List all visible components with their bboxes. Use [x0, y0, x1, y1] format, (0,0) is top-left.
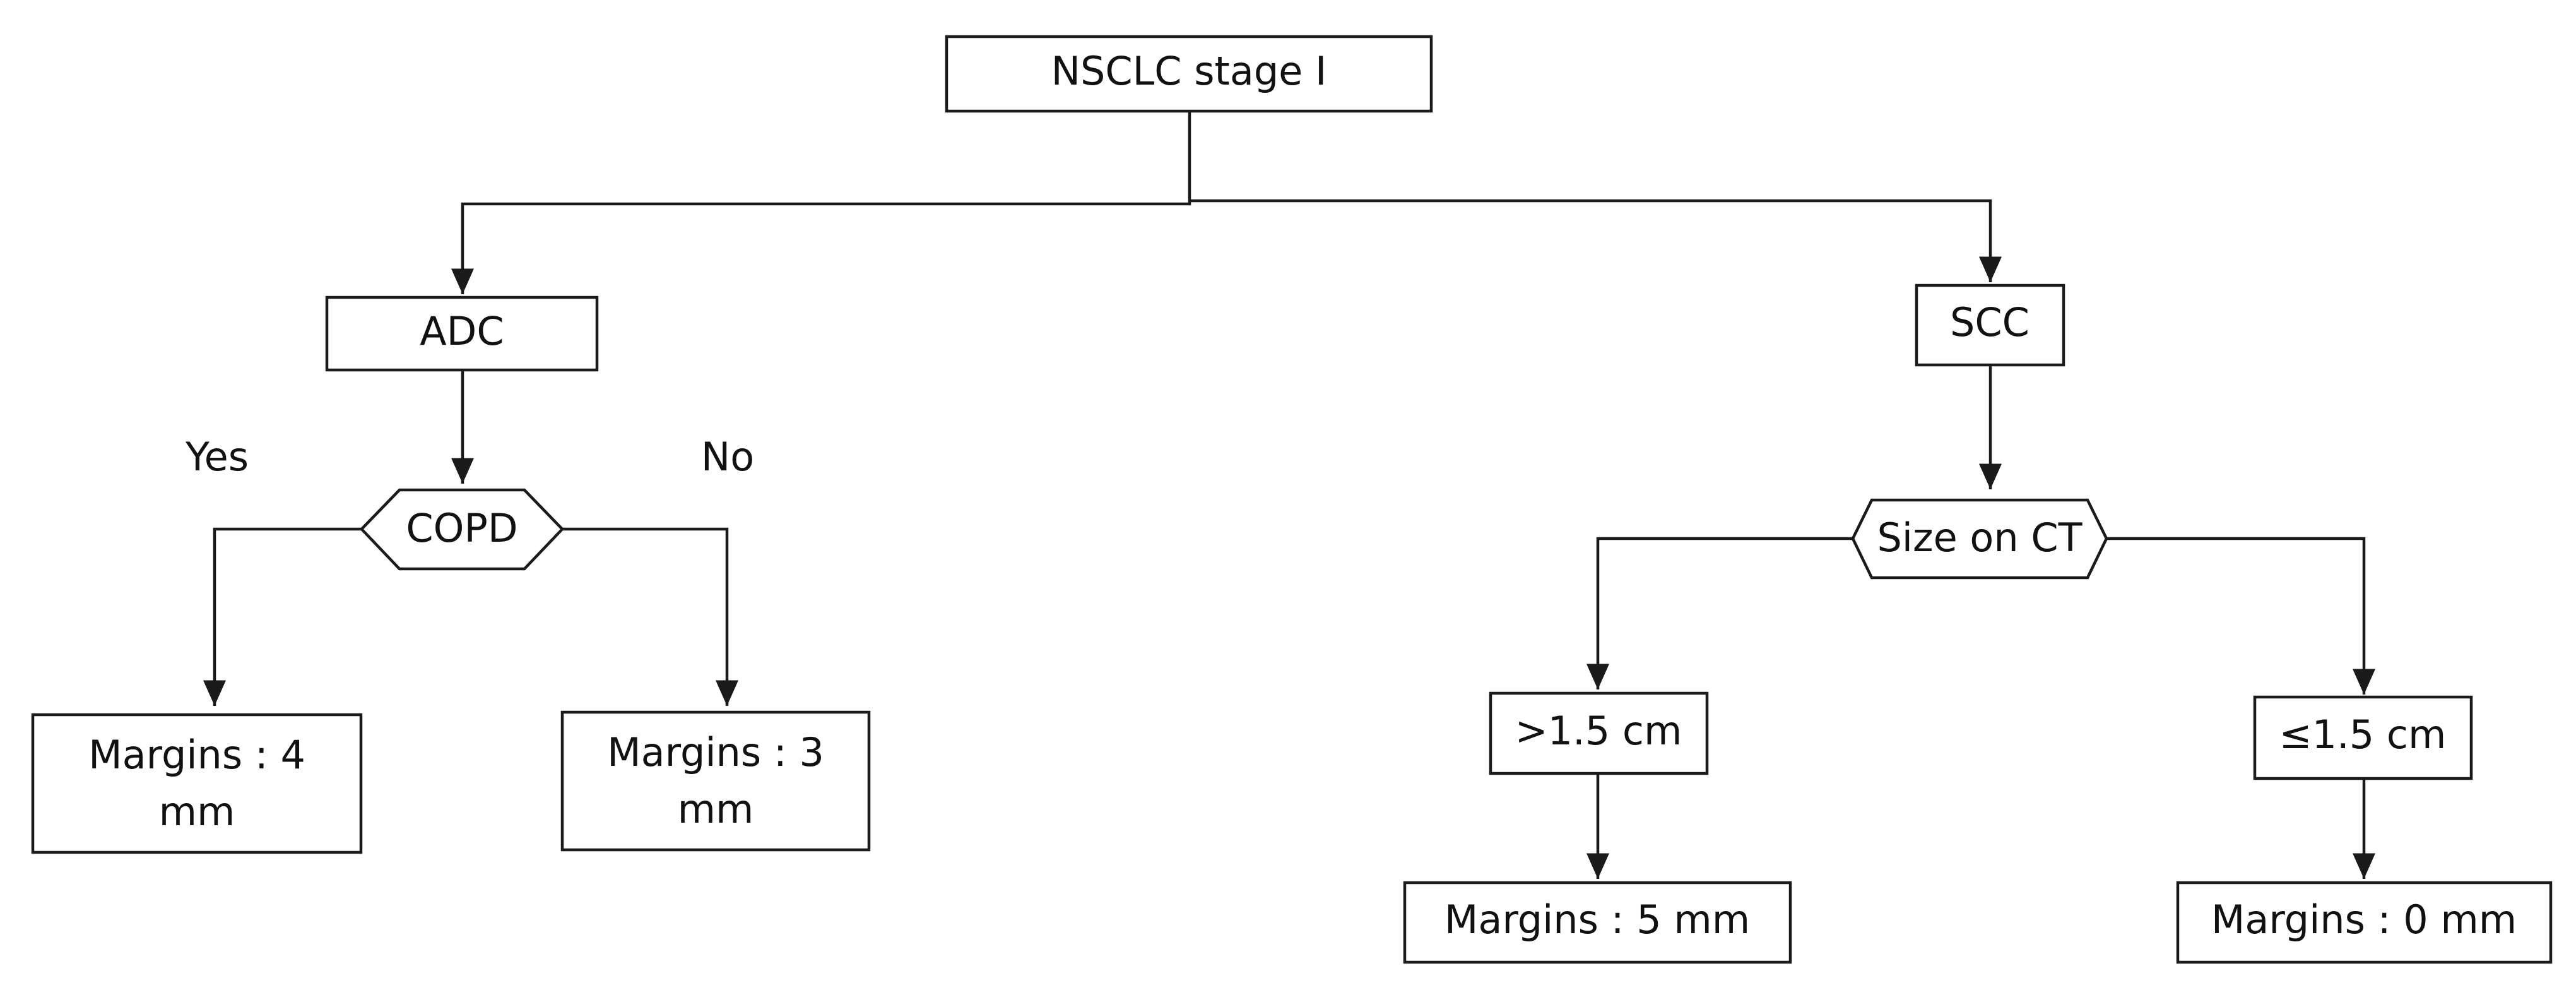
- decision-copd: COPD: [359, 488, 565, 571]
- arrow-copd-yes: [203, 527, 362, 706]
- node-le-1-5cm-label: ≤1.5 cm: [2279, 712, 2447, 758]
- arrow-size-le: [2106, 537, 2375, 695]
- decision-size-on-ct-label: Size on CT: [1877, 515, 2083, 561]
- label-no: No: [701, 434, 754, 480]
- arrow-size-gt: [1586, 537, 1853, 689]
- connectors: [203, 111, 2375, 879]
- node-gt-1-5cm: >1.5 cm: [1489, 691, 1709, 775]
- node-margins-0mm: Margins : 0 mm: [2176, 881, 2553, 964]
- node-margins-4mm-line1: Margins : 4: [88, 732, 305, 778]
- arrow-root-to-adc: [451, 111, 1191, 294]
- node-margins-4mm-line2: mm: [159, 789, 235, 835]
- node-root-label: NSCLC stage I: [1051, 48, 1327, 94]
- node-le-1-5cm: ≤1.5 cm: [2253, 695, 2473, 780]
- node-margins-3mm: Margins : 3 mm: [560, 710, 871, 852]
- decision-copd-label: COPD: [406, 505, 517, 551]
- node-adc-label: ADC: [420, 308, 504, 354]
- node-root: NSCLC stage I: [945, 35, 1433, 113]
- node-margins-3mm-line2: mm: [678, 786, 754, 832]
- arrow-root-to-scc: [1190, 199, 2002, 282]
- label-yes: Yes: [185, 434, 249, 480]
- node-adc: ADC: [325, 295, 599, 372]
- node-scc: SCC: [1915, 283, 2065, 367]
- node-margins-3mm-line1: Margins : 3: [607, 729, 824, 775]
- node-margins-0mm-label: Margins : 0 mm: [2211, 897, 2517, 943]
- decision-size-on-ct: Size on CT: [1851, 498, 2108, 580]
- node-gt-1-5cm-label: >1.5 cm: [1515, 708, 1682, 754]
- node-margins-4mm: Margins : 4 mm: [31, 713, 363, 854]
- arrow-copd-no: [562, 527, 738, 706]
- node-margins-5mm: Margins : 5 mm: [1403, 881, 1792, 964]
- node-scc-label: SCC: [1950, 299, 2029, 345]
- node-margins-5mm-label: Margins : 5 mm: [1445, 897, 1750, 943]
